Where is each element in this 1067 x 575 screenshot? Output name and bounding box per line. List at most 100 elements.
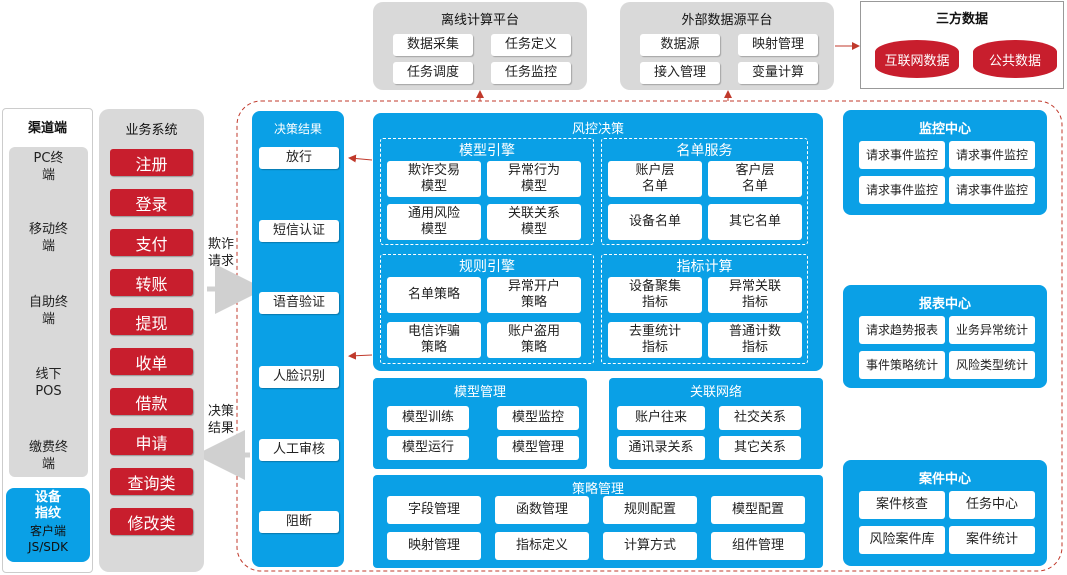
device-fingerprint-title: 设备 指纹	[34, 490, 61, 522]
offline-item-define[interactable]: 任务定义	[491, 34, 571, 56]
report-trend[interactable]: 请求趋势报表	[859, 316, 945, 344]
indicator-device-cluster[interactable]: 设备聚集 指标	[608, 277, 702, 313]
business-apply[interactable]: 申请	[110, 428, 193, 455]
offline-platform: 离线计算平台 数据采集 任务定义 任务调度 任务监控	[373, 2, 587, 90]
monitor-item-1[interactable]: 请求事件监控	[859, 141, 945, 169]
strategy-indicator-def[interactable]: 指标定义	[495, 532, 589, 560]
strategy-field[interactable]: 字段管理	[387, 496, 481, 524]
decision-face[interactable]: 人脸识别	[259, 366, 339, 388]
business-title: 业务系统	[125, 123, 178, 138]
model-engine-group: 模型引擎 欺诈交易 模型 异常行为 模型 通用风险 模型 关联关系 模型	[380, 138, 594, 245]
list-service-group: 名单服务 账户层 名单 客户层 名单 设备名单 其它名单	[601, 138, 808, 245]
decision-manual[interactable]: 人工审核	[259, 439, 339, 461]
business-modify[interactable]: 修改类	[110, 508, 193, 535]
channel-pc[interactable]: PC终 端	[33, 151, 64, 183]
third-party-data: 三方数据 互联网数据 公共数据	[860, 1, 1064, 89]
external-item-access[interactable]: 接入管理	[640, 62, 720, 84]
external-item-variable[interactable]: 变量计算	[738, 62, 818, 84]
model-relation[interactable]: 关联关系 模型	[487, 204, 581, 240]
device-fingerprint[interactable]: 设备 指纹 客户端 JS/SDK	[6, 488, 90, 562]
offline-title: 离线计算平台	[440, 13, 519, 28]
list-device[interactable]: 设备名单	[608, 204, 702, 240]
business-login[interactable]: 登录	[110, 189, 193, 216]
indicator-count[interactable]: 普通计数 指标	[708, 322, 802, 358]
business-loan[interactable]: 借款	[110, 388, 193, 415]
case-check[interactable]: 案件核查	[859, 491, 945, 519]
list-account[interactable]: 账户层 名单	[608, 161, 702, 197]
channel-mobile[interactable]: 移动终 端	[28, 222, 68, 254]
channel-pos[interactable]: 线下 POS	[35, 367, 62, 399]
report-event-strategy[interactable]: 事件策略统计	[859, 351, 945, 379]
report-risk-type[interactable]: 风险类型统计	[949, 351, 1035, 379]
decision-sms[interactable]: 短信认证	[259, 220, 339, 242]
risk-boundary	[236, 100, 1063, 572]
case-panel: 案件中心 案件核查 任务中心 风险案件库 案件统计	[843, 460, 1047, 566]
report-biz-anomaly[interactable]: 业务异常统计	[949, 316, 1035, 344]
case-title: 案件中心	[918, 472, 971, 487]
rule-engine-title: 规则引擎	[459, 259, 515, 275]
monitor-item-2[interactable]: 请求事件监控	[949, 141, 1035, 169]
decision-title: 决策结果	[273, 122, 322, 136]
model-run[interactable]: 模型运行	[387, 436, 469, 460]
rule-abnormal-account[interactable]: 异常开户 策略	[487, 277, 581, 313]
strategy-mapping[interactable]: 映射管理	[387, 532, 481, 560]
strategy-rule-config[interactable]: 规则配置	[603, 496, 697, 524]
risk-title: 风控决策	[571, 122, 624, 137]
decision-panel: 决策结果 放行 短信认证 语音验证 人脸识别 人工审核 阻断	[252, 111, 344, 567]
decision-voice[interactable]: 语音验证	[259, 292, 339, 314]
arrow-to-pass	[348, 154, 373, 163]
indicator-abnormal-relation[interactable]: 异常关联 指标	[708, 277, 802, 313]
business-register[interactable]: 注册	[110, 149, 193, 176]
channel-kiosk[interactable]: 自助终 端	[28, 295, 68, 327]
third-item-internet[interactable]: 互联网数据	[875, 40, 959, 78]
offline-item-schedule[interactable]: 任务调度	[393, 62, 473, 84]
model-general-risk[interactable]: 通用风险 模型	[387, 204, 481, 240]
network-social[interactable]: 社交关系	[719, 406, 801, 430]
business-transfer[interactable]: 转账	[110, 269, 193, 296]
external-item-source[interactable]: 数据源	[640, 34, 720, 56]
strategy-calc-method[interactable]: 计算方式	[603, 532, 697, 560]
offline-item-monitor[interactable]: 任务监控	[491, 62, 571, 84]
external-item-mapping[interactable]: 映射管理	[738, 34, 818, 56]
case-task-center[interactable]: 任务中心	[949, 491, 1035, 519]
list-customer[interactable]: 客户层 名单	[708, 161, 802, 197]
network-account-flow[interactable]: 账户往来	[617, 406, 705, 430]
monitor-item-3[interactable]: 请求事件监控	[859, 176, 945, 204]
business-withdraw[interactable]: 提现	[110, 308, 193, 335]
strategy-function[interactable]: 函数管理	[495, 496, 589, 524]
list-other[interactable]: 其它名单	[708, 204, 802, 240]
business-acquire[interactable]: 收单	[110, 348, 193, 375]
device-fingerprint-sub: 客户端 JS/SDK	[28, 524, 68, 554]
business-query[interactable]: 查询类	[110, 468, 193, 495]
decision-block[interactable]: 阻断	[259, 511, 339, 533]
report-panel: 报表中心 请求趋势报表 业务异常统计 事件策略统计 风险类型统计	[843, 285, 1047, 388]
indicator-dedup[interactable]: 去重统计 指标	[608, 322, 702, 358]
rule-account-theft[interactable]: 账户盗用 策略	[487, 322, 581, 358]
case-stats[interactable]: 案件统计	[949, 526, 1035, 554]
model-manage[interactable]: 模型管理	[497, 436, 579, 460]
case-library[interactable]: 风险案件库	[859, 526, 945, 554]
fraud-request-label: 欺诈 请求	[208, 237, 235, 269]
model-abnormal-behavior[interactable]: 异常行为 模型	[487, 161, 581, 197]
model-fraud-tx[interactable]: 欺诈交易 模型	[387, 161, 481, 197]
network-other[interactable]: 其它关系	[719, 436, 801, 460]
model-monitor[interactable]: 模型监控	[497, 406, 579, 430]
rule-list-strategy[interactable]: 名单策略	[387, 277, 481, 313]
external-platform: 外部数据源平台 数据源 映射管理 接入管理 变量计算	[620, 2, 834, 90]
strategy-component[interactable]: 组件管理	[711, 532, 805, 560]
rule-engine-group: 规则引擎 名单策略 异常开户 策略 电信诈骗 策略 账户盗用 策略	[380, 254, 594, 364]
decision-pass[interactable]: 放行	[259, 147, 339, 169]
strategy-title: 策略管理	[571, 482, 624, 497]
third-item-public[interactable]: 公共数据	[973, 40, 1057, 78]
business-pay[interactable]: 支付	[110, 229, 193, 256]
network-contacts[interactable]: 通讯录关系	[617, 436, 705, 460]
channel-title: 渠道端	[27, 121, 67, 136]
model-train[interactable]: 模型训练	[387, 406, 469, 430]
channel-payment[interactable]: 缴费终 端	[28, 440, 68, 472]
strategy-model-config[interactable]: 模型配置	[711, 496, 805, 524]
offline-item-collect[interactable]: 数据采集	[393, 34, 473, 56]
rule-telecom-fraud[interactable]: 电信诈骗 策略	[387, 322, 481, 358]
monitor-title: 监控中心	[918, 122, 971, 137]
monitor-item-4[interactable]: 请求事件监控	[949, 176, 1035, 204]
